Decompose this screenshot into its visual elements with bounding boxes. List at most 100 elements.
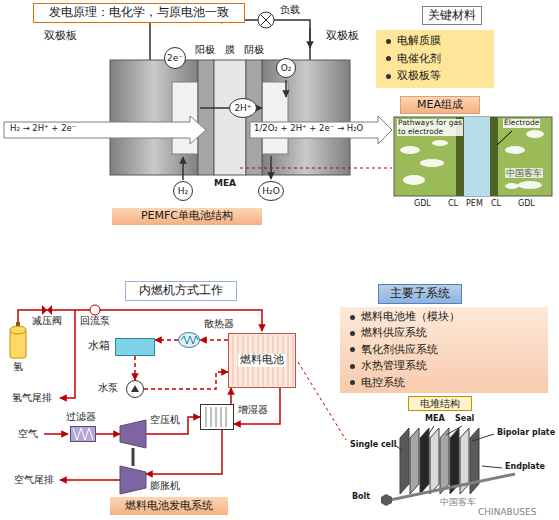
filter-part [73, 428, 93, 440]
part-label: 过滤器 [66, 411, 96, 423]
water-pump: 水泵 [126, 380, 144, 398]
part-label: 水箱 [88, 340, 110, 353]
electron-flow-arrow [309, 28, 311, 48]
ellipse-part [230, 99, 257, 118]
list-row: 电解质膜 [386, 35, 441, 48]
stack-part [229, 334, 296, 388]
node-text: 关键材料 [428, 9, 476, 23]
air-filter: 过滤器 [70, 426, 96, 442]
pipe-connector [200, 339, 228, 341]
gas-channel [172, 82, 198, 154]
expander: 膨胀机 [120, 466, 146, 494]
list-row: 氧化剂供应系统 [350, 344, 438, 357]
humidifier: 增湿器 [200, 404, 234, 430]
cathode-layer [246, 60, 262, 175]
ellipse-part [174, 182, 193, 201]
hydrogen-arrow [182, 157, 184, 180]
part-label: Pathways for gas to electrode [397, 119, 463, 136]
label-holder: CL [448, 199, 458, 208]
part-label: Bolt [352, 492, 370, 501]
label-holder: 双极板 [326, 30, 359, 43]
node-text: MEA组成 [417, 99, 463, 112]
water-circle: H₂O [258, 181, 284, 201]
list-row: 电控系统 [350, 377, 405, 390]
bullet-dot [350, 364, 355, 369]
stack-part [288, 335, 289, 386]
ellipse-part [277, 59, 296, 78]
stack-part [293, 335, 294, 386]
pipe-connector [144, 372, 228, 389]
part-label: 双极板 [326, 30, 359, 43]
list-item: 双极板等 [397, 70, 441, 83]
watermark: 中国客车 [505, 168, 543, 178]
part-label: CL [448, 199, 458, 208]
label-holder: GDL [518, 199, 535, 208]
node-text: 2e⁻ [167, 53, 183, 63]
stack-plate [420, 428, 429, 494]
anode-layer [198, 60, 214, 175]
ellipse-part [164, 48, 185, 69]
air-compressor: 空压机 [120, 420, 146, 448]
hydrogen-cylinder [10, 326, 26, 334]
part-label: 空压机 [150, 414, 180, 426]
pipe-connector [96, 433, 120, 435]
load-symbol [261, 15, 272, 26]
node-text: PEMFC单电池结构 [141, 210, 233, 223]
label-holder: Single cell [350, 440, 397, 449]
part-label: Endplate [505, 462, 545, 471]
pump-part [127, 381, 144, 398]
bullet-dot [386, 74, 391, 79]
purge-pipe [60, 310, 75, 398]
label-holder: 双极板 [44, 30, 77, 43]
label-holder: 氢气尾排 [12, 392, 52, 404]
pipe-connector [134, 356, 136, 380]
part-label: MEA [214, 178, 236, 188]
label-holder: 空气尾排 [14, 474, 54, 486]
cylinder-valve [16, 322, 20, 326]
humid-outline [200, 404, 234, 430]
part-label: 空气 [18, 428, 38, 440]
heading-box: 关键材料 [422, 6, 482, 25]
radiator-outline [178, 332, 200, 348]
filter-part [71, 427, 96, 442]
list-row: 燃料电池堆（模块） [350, 311, 460, 324]
heading-box: MEA组成 [400, 96, 480, 114]
part-label: PEM [466, 199, 483, 208]
label-holder: H₂ → 2H⁺ + 2e⁻ [10, 124, 76, 134]
node-text: 发电原理：电化学，与原电池一致 [49, 6, 229, 20]
part-label: Single cell [350, 440, 397, 449]
radiator: 散热器 [178, 332, 200, 348]
list-row: 电催化剂 [386, 53, 441, 66]
humid-part [221, 407, 222, 427]
bullet-dot [386, 56, 391, 61]
label-holder: 氢 [13, 361, 23, 373]
pump-symbol [90, 305, 100, 315]
bolt-head [381, 494, 392, 506]
part-label: GDL [414, 199, 431, 208]
humid-part [201, 405, 234, 430]
label-holder: 中国客车 [505, 168, 543, 178]
bipolar-plate [262, 60, 350, 175]
trap-outline [120, 420, 146, 448]
leader-line [240, 168, 392, 169]
stack-plate [450, 428, 459, 494]
node-text: 电堆结构 [420, 398, 460, 410]
label-holder: 减压阀 [32, 315, 62, 327]
list-item: 燃料供应系统 [361, 327, 427, 340]
leader-line [497, 131, 512, 145]
pump-part [131, 385, 139, 392]
fuel-cell-stack: 燃料电池 [228, 333, 296, 388]
list-item: 电控系统 [361, 377, 405, 390]
oxygen-circle: O₂ [276, 58, 296, 78]
stack-plate [410, 428, 419, 494]
label-holder: Electrode [503, 119, 540, 128]
part-label: 氢 [13, 361, 23, 373]
label-holder: 中国客车 [440, 497, 476, 507]
label-holder: PEM [466, 199, 483, 208]
part-label: 阳极 [195, 44, 215, 56]
label-holder: MEA [425, 414, 445, 423]
list-row: 燃料供应系统 [350, 327, 427, 340]
humid-part [211, 407, 212, 427]
label-holder: Endplate [505, 462, 545, 471]
